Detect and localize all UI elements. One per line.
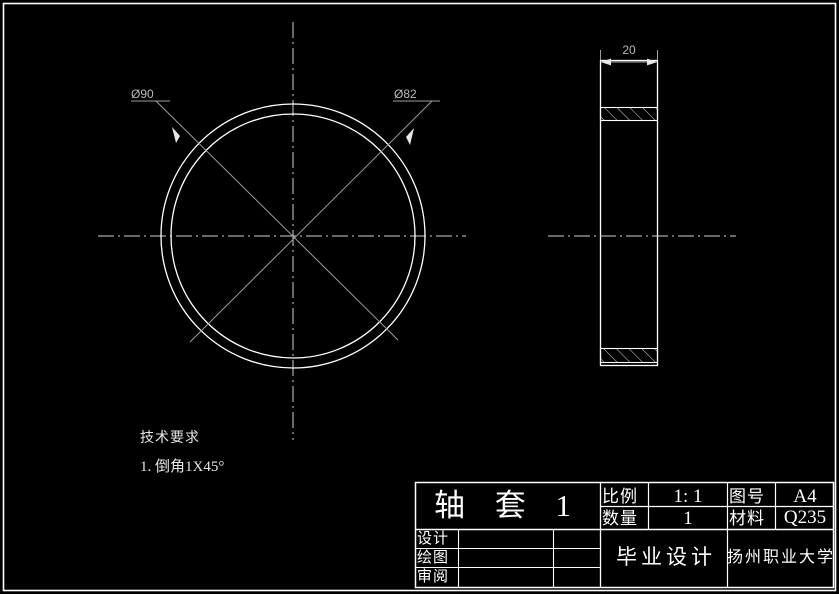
side-view-body-outline — [599, 59, 659, 367]
dimension-label-inner-diameter: Ø82 — [394, 87, 417, 101]
side-view-hatch-band-top — [599, 106, 659, 122]
dim-arrow-right-20 — [647, 58, 658, 66]
technical-requirements-heading: 技术要求 — [140, 431, 200, 446]
side-section-view — [548, 50, 736, 367]
title-block-frame — [414, 481, 835, 589]
front-circular-view — [98, 22, 466, 440]
leader-line-d90 — [155, 100, 399, 341]
title-block-outer-box — [414, 481, 835, 589]
inner-circle-d82 — [170, 113, 416, 359]
leader-line-d82 — [189, 100, 433, 343]
side-view-hatch-band-bottom — [599, 347, 659, 364]
leader-arrow-d82 — [406, 128, 414, 145]
technical-requirements-item-1: 1. 倒角1X45° — [140, 459, 225, 475]
leader-arrow-d90 — [172, 127, 180, 143]
outer-circle-d90 — [160, 103, 426, 369]
dimension-label-side-width: 20 — [622, 43, 636, 57]
dim-arrow-left-20 — [600, 58, 611, 66]
dimension-label-outer-diameter: Ø90 — [131, 87, 154, 101]
